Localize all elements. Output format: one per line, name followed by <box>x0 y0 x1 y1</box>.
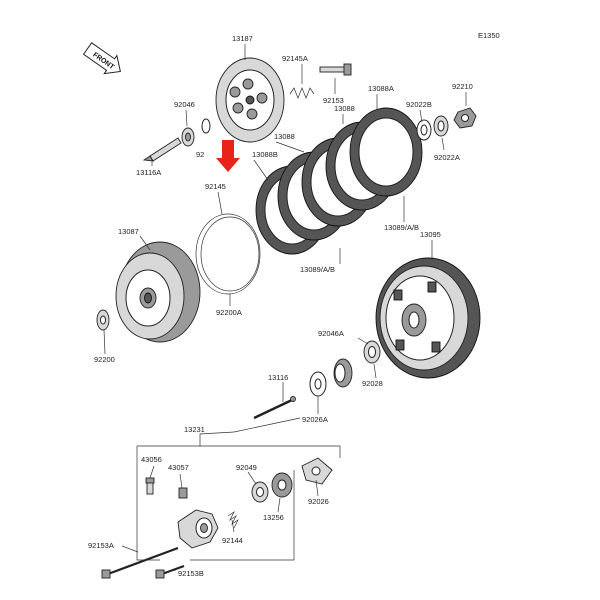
part-clutch-plate-stack <box>255 107 423 255</box>
part-13231-slave-cylinder <box>177 509 219 549</box>
label-13088a: 13088A <box>368 84 394 93</box>
label-92049: 92049 <box>236 463 257 472</box>
part-43057-cap <box>178 487 188 499</box>
label-92046: 92046 <box>174 100 195 109</box>
diagram-code: E1350 <box>478 31 500 40</box>
label-92145: 92145 <box>205 182 226 191</box>
label-13087: 13087 <box>118 227 139 236</box>
red-indicator-arrow-icon <box>216 140 240 172</box>
part-13087-clutch-hub <box>115 241 201 343</box>
label-13116a: 13116A <box>136 168 161 177</box>
part-92026-gasket <box>301 457 333 485</box>
part-92022b-washer <box>416 119 432 141</box>
part-92153-bolt <box>319 63 352 76</box>
label-92200a: 92200A <box>216 308 242 317</box>
label-13088-top: 13088 <box>334 104 355 113</box>
label-92026: 92026 <box>308 497 329 506</box>
label-92153a: 92153A <box>88 541 114 550</box>
label-92144: 92144 <box>222 536 243 545</box>
part-92144-spring <box>227 510 239 529</box>
part-92153a-bolt <box>101 546 179 579</box>
label-92-partial: 92 <box>196 150 204 159</box>
part-92022a-washer <box>433 115 449 137</box>
part-92200-washer <box>96 309 110 331</box>
label-92026a: 92026A <box>302 415 328 424</box>
label-13088: 13088 <box>274 132 295 141</box>
label-13089ab-bottom: 13089/A/B <box>300 265 335 274</box>
label-92022a: 92022A <box>434 153 460 162</box>
part-43056-bleeder <box>145 477 155 495</box>
part-13256-seal <box>271 472 293 498</box>
part-13095-clutch-housing <box>375 257 481 379</box>
label-92153: 92153 <box>323 96 344 105</box>
part-92049-piston <box>251 481 269 503</box>
part-92028-collar <box>363 340 381 364</box>
part-13187-pressure-plate <box>215 57 285 143</box>
label-13116: 13116 <box>268 373 288 382</box>
part-13116-push-rod <box>253 396 296 420</box>
part-92153b-bolt <box>155 564 185 579</box>
front-arrow-icon: FRONT <box>82 42 121 75</box>
part-92046a-needle-bearing <box>333 358 353 388</box>
leader-lines <box>103 44 467 573</box>
label-92028: 92028 <box>362 379 383 388</box>
label-13088b: 13088B <box>252 150 278 159</box>
part-washer-small <box>201 118 211 134</box>
label-92145a: 92145A <box>282 54 308 63</box>
part-92145a-spring <box>289 87 315 99</box>
label-43057: 43057 <box>168 463 189 472</box>
part-92046-bearing <box>181 127 195 147</box>
label-13187: 13187 <box>232 34 253 43</box>
label-13256: 13256 <box>263 513 284 522</box>
label-92200: 92200 <box>94 355 115 364</box>
label-43056: 43056 <box>141 455 162 464</box>
label-92210: 92210 <box>452 82 473 91</box>
label-92022b: 92022B <box>406 100 432 109</box>
label-13231: 13231 <box>184 425 205 434</box>
part-92200a-wire-ring <box>195 213 261 295</box>
part-13116a-pushrod <box>142 137 182 162</box>
label-13089ab-right: 13089/A/B <box>384 223 419 232</box>
part-92210-nut <box>453 107 477 129</box>
part-92026a-washer <box>309 371 327 397</box>
label-92153b: 92153B <box>178 569 204 578</box>
label-92046a: 92046A <box>318 329 344 338</box>
label-13095: 13095 <box>420 230 441 239</box>
